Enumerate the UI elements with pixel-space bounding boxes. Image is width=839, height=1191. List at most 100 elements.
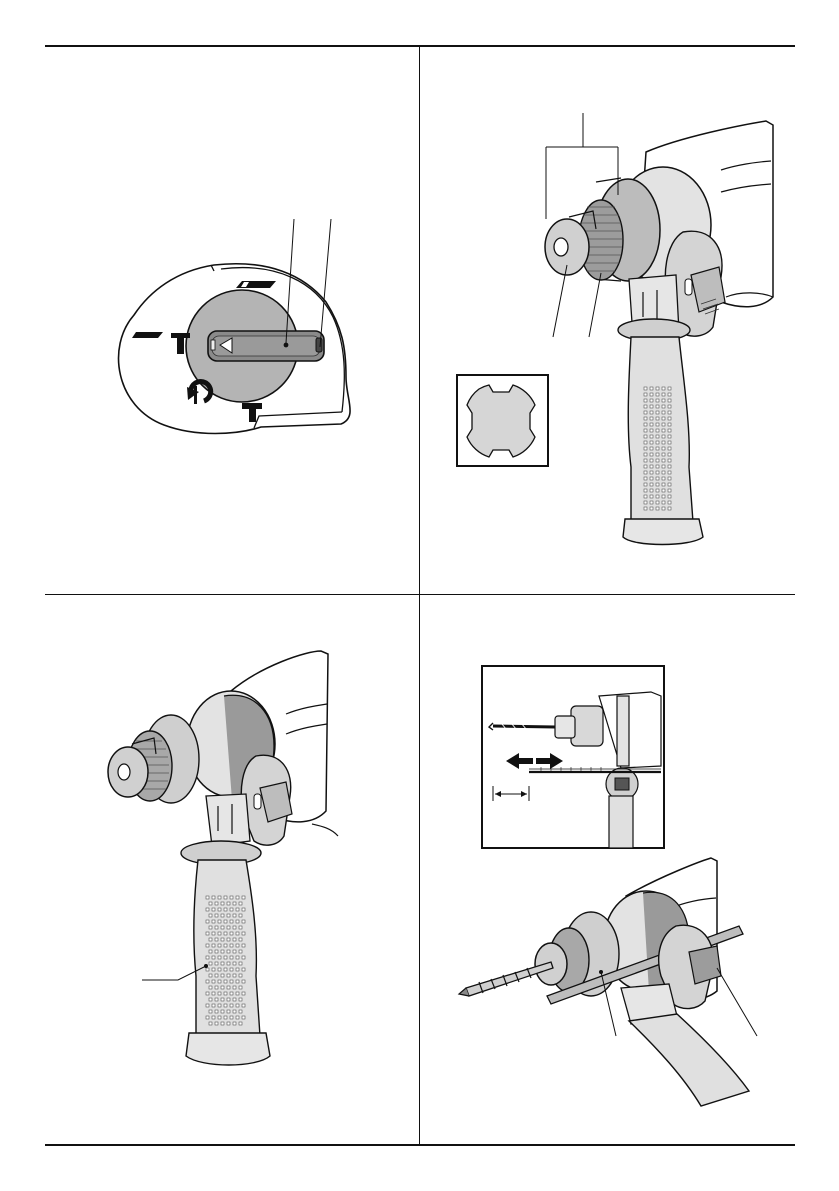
grip-dot: [227, 998, 230, 1001]
grip-dot: [650, 441, 653, 444]
grip-dot: [221, 986, 224, 989]
grip-dot: [230, 1016, 233, 1019]
grip-dot: [650, 459, 653, 462]
grip-dot: [212, 968, 215, 971]
grip-dot: [662, 411, 665, 414]
grip-dot: [218, 968, 221, 971]
grip-dot: [650, 465, 653, 468]
grip-dot: [662, 393, 665, 396]
grip-dot: [668, 399, 671, 402]
inset-handle-neck: [617, 696, 629, 766]
grip-dot: [218, 980, 221, 983]
grip-dot: [668, 477, 671, 480]
grip-dot: [206, 1016, 209, 1019]
grip-dot: [644, 435, 647, 438]
leader-dot: [204, 964, 208, 968]
grip-dot: [662, 459, 665, 462]
grip-dot: [212, 1004, 215, 1007]
figure-side-handle: [46, 596, 418, 1143]
grip-dot: [236, 896, 239, 899]
center-divider: [419, 46, 420, 1144]
grip-dot: [230, 932, 233, 935]
depth-gauge-illustration: [421, 596, 795, 1143]
grip-dot: [656, 417, 659, 420]
grip-dot: [650, 483, 653, 486]
bit-opening: [554, 238, 568, 256]
grip-dot: [233, 998, 236, 1001]
grip-dot: [233, 1022, 236, 1025]
grip-dot: [236, 944, 239, 947]
grip-dot: [224, 1004, 227, 1007]
grip-dot: [644, 489, 647, 492]
grip-dot: [650, 417, 653, 420]
grip-dot: [668, 405, 671, 408]
bottom-rule: [45, 1144, 795, 1146]
grip-dot: [656, 393, 659, 396]
handle-grip: [629, 1014, 749, 1106]
grip-dot: [233, 950, 236, 953]
grip-dot: [218, 956, 221, 959]
grip-dot: [209, 986, 212, 989]
inset-clamp-screw: [615, 778, 629, 790]
grip-dot: [650, 507, 653, 510]
grip-dot: [218, 944, 221, 947]
grip-dot: [242, 932, 245, 935]
grip-dot: [221, 914, 224, 917]
grip-dot: [662, 417, 665, 420]
grip-dot: [212, 908, 215, 911]
grip-dot: [221, 938, 224, 941]
grip-dot: [242, 920, 245, 923]
grip-dot: [218, 992, 221, 995]
grip-dot: [230, 956, 233, 959]
grip-dot: [668, 483, 671, 486]
grip-dot: [212, 992, 215, 995]
grip-dot: [662, 501, 665, 504]
grip-dot: [221, 902, 224, 905]
grip-dot: [230, 980, 233, 983]
grip-dot: [227, 950, 230, 953]
grip-dot: [215, 902, 218, 905]
grip-dot: [668, 465, 671, 468]
grip-dot: [662, 423, 665, 426]
grip-dot: [656, 429, 659, 432]
grip-dot: [209, 962, 212, 965]
grip-dot: [650, 387, 653, 390]
sds-shank-profile: [467, 385, 535, 457]
grip-dot: [650, 393, 653, 396]
grip-dot: [230, 1004, 233, 1007]
grip-dot: [656, 495, 659, 498]
grip-dot: [656, 411, 659, 414]
grip-dot: [236, 980, 239, 983]
grip-dot: [656, 435, 659, 438]
grip-dot: [242, 896, 245, 899]
leader-dot: [599, 970, 603, 974]
grip-dot: [656, 507, 659, 510]
grip-dot: [227, 1010, 230, 1013]
grip-dot: [224, 1016, 227, 1019]
grip-dot: [215, 1022, 218, 1025]
grip-dot: [662, 387, 665, 390]
grip-dot: [212, 1016, 215, 1019]
grip-dot: [242, 944, 245, 947]
grip-dot: [668, 429, 671, 432]
lock-button: [316, 338, 322, 352]
grip-dot: [224, 908, 227, 911]
grip-dot: [236, 956, 239, 959]
figure-mode-selector: [46, 47, 418, 593]
clamp-slot: [685, 279, 692, 295]
grip-dot: [668, 435, 671, 438]
grip-dot: [644, 477, 647, 480]
grip-dot: [656, 423, 659, 426]
grip-dot: [206, 920, 209, 923]
grip-dot: [668, 411, 671, 414]
leader-dust-cap: [553, 265, 567, 337]
grip-dot: [242, 908, 245, 911]
grip-dot: [206, 908, 209, 911]
grip-dot: [209, 938, 212, 941]
grip-dot: [227, 962, 230, 965]
grip-dot: [656, 483, 659, 486]
grip-dot: [230, 896, 233, 899]
inset-grip: [609, 796, 633, 848]
grip-dot: [662, 435, 665, 438]
